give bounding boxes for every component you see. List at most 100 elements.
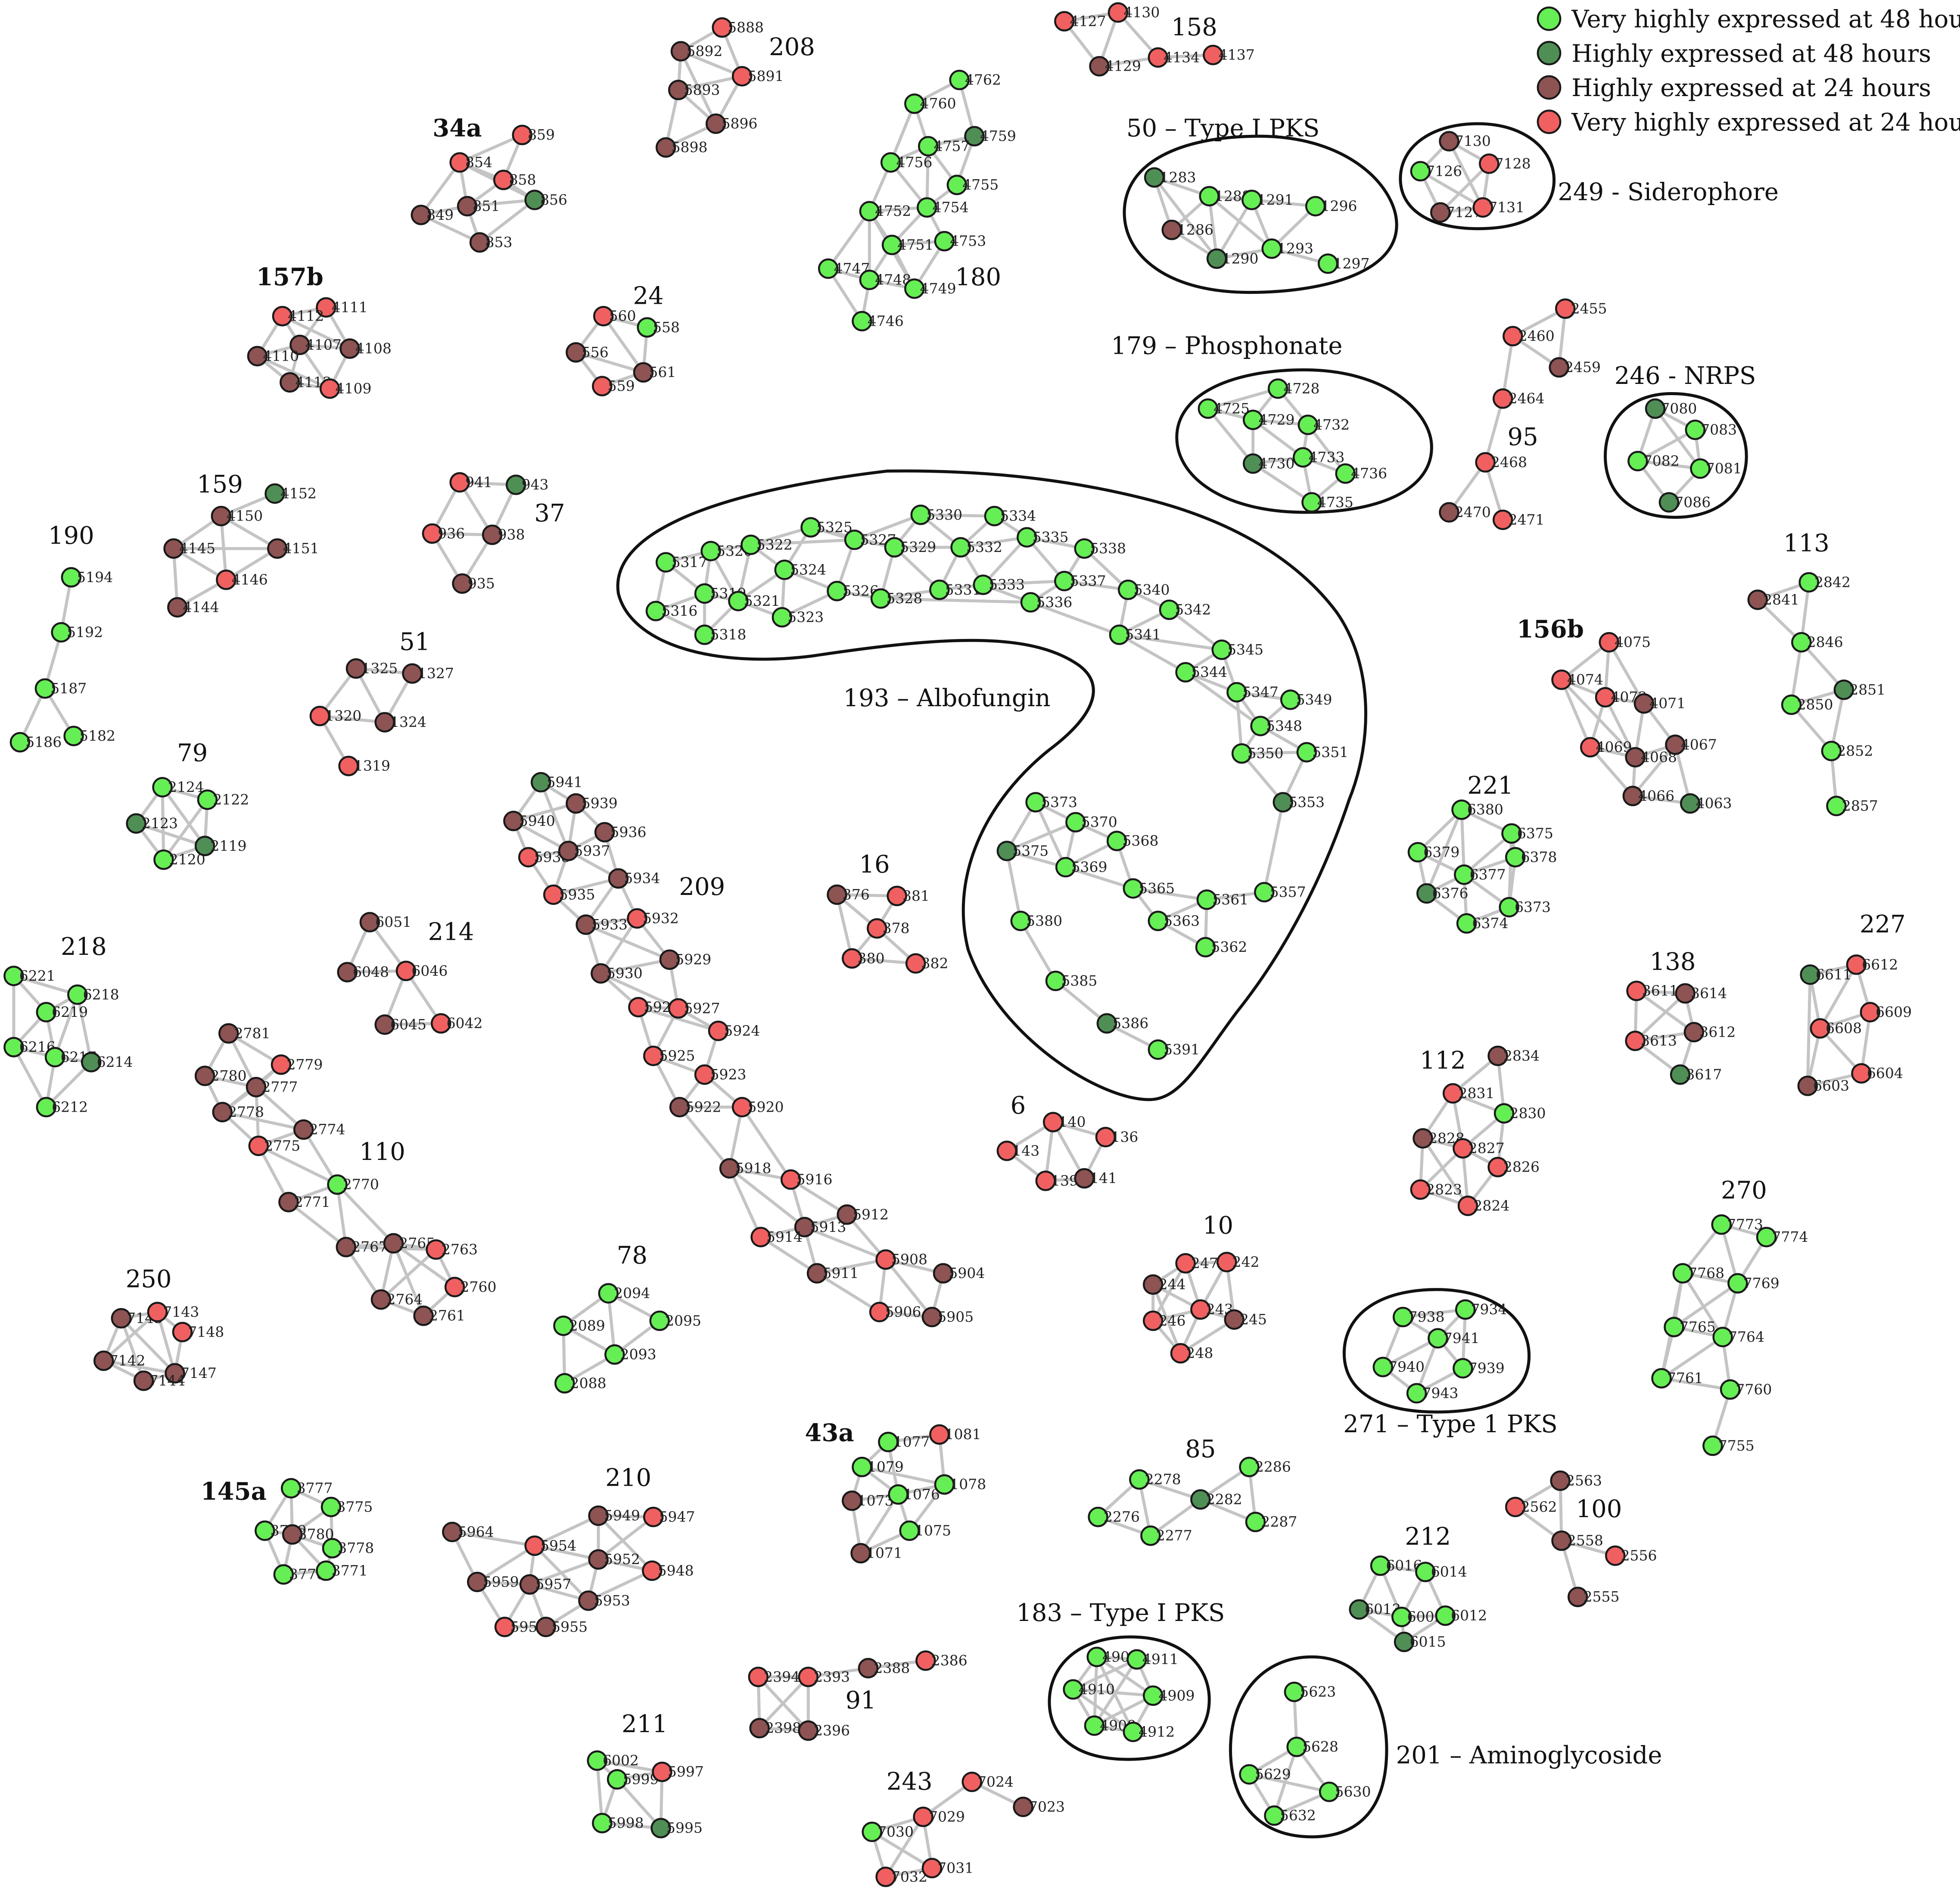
gene-node[interactable]: 2460 [1503,326,1555,346]
gene-node[interactable]: 7938 [1392,1306,1445,1328]
gene-node[interactable]: 5893 [668,80,720,100]
gene-node[interactable]: 5906 [869,1302,921,1322]
gene-node[interactable]: 5321 [728,591,780,611]
gene-node[interactable]: 5923 [694,1064,746,1085]
gene-node[interactable]: 4129 [1089,56,1141,77]
gene-node[interactable]: 5629 [1239,1764,1291,1785]
gene-node[interactable]: 7765 [1664,1317,1716,1337]
gene-node[interactable]: 381 [887,885,930,907]
gene-node[interactable]: 7082 [1627,451,1680,471]
gene-node[interactable]: 4735 [1301,492,1353,513]
gene-node[interactable]: 5932 [627,908,679,929]
gene-node[interactable]: 7031 [921,1858,974,1879]
gene-node[interactable]: 2122 [197,789,249,810]
gene-node[interactable]: 2775 [248,1135,300,1156]
gene-node[interactable]: 4112 [272,305,324,327]
gene-node[interactable]: 5344 [1175,662,1227,683]
gene-node[interactable]: 5370 [1065,812,1117,832]
gene-node[interactable]: 2764 [370,1289,423,1310]
gene-node[interactable]: 2556 [1605,1545,1657,1566]
gene-node[interactable]: 2852 [1821,741,1873,761]
gene-node[interactable]: 2470 [1439,502,1491,523]
gene-node[interactable]: 2464 [1492,388,1545,409]
gene-node[interactable]: 6379 [1407,842,1459,863]
gene-node[interactable]: 5964 [442,1521,494,1543]
gene-node[interactable]: 4150 [211,505,263,527]
gene-node[interactable]: 7147 [165,1363,217,1384]
gene-node[interactable]: 943 [505,474,549,495]
gene-node[interactable]: 5336 [1020,592,1072,613]
gene-node[interactable]: 556 [566,342,609,363]
gene-node[interactable]: 560 [593,305,636,327]
gene-node[interactable]: 7142 [93,1350,146,1371]
gene-node[interactable]: 2394 [748,1667,800,1687]
gene-node[interactable]: 1075 [899,1520,951,1541]
gene-node[interactable]: 856 [524,190,567,210]
gene-node[interactable]: 5898 [655,137,708,158]
gene-node[interactable]: 1320 [309,705,361,726]
gene-node[interactable]: 4130 [1108,2,1160,23]
gene-node[interactable]: 2767 [336,1237,388,1257]
gene-node[interactable]: 5912 [837,1204,889,1225]
gene-node[interactable]: 5323 [772,607,824,628]
gene-node[interactable]: 4752 [859,201,911,221]
gene-node[interactable]: 2386 [915,1650,968,1671]
gene-node[interactable]: 5341 [1109,624,1161,645]
gene-node[interactable]: 248 [1170,1343,1213,1364]
gene-node[interactable]: 6016 [1370,1555,1422,1576]
gene-node[interactable]: 6221 [3,966,56,986]
gene-node[interactable]: 247 [1175,1253,1218,1274]
gene-node[interactable]: 7128 [1479,153,1531,174]
gene-node[interactable]: 6046 [395,960,448,982]
gene-node[interactable]: 2119 [194,835,246,857]
gene-node[interactable]: 6012 [1435,1605,1487,1626]
gene-node[interactable]: 2842 [1798,572,1851,593]
gene-node[interactable]: 4152 [264,483,317,504]
gene-node[interactable]: 2558 [1551,1530,1603,1551]
gene-node[interactable]: 2393 [798,1667,850,1687]
gene-node[interactable]: 141 [1074,1168,1117,1189]
gene-node[interactable]: 5933 [576,914,628,935]
gene-node[interactable]: 1296 [1305,196,1357,217]
gene-node[interactable]: 4066 [1622,785,1674,807]
gene-node[interactable]: 2779 [271,1054,323,1075]
gene-node[interactable]: 2124 [152,777,204,798]
gene-node[interactable]: 2471 [1492,509,1545,530]
gene-node[interactable]: 5380 [1010,910,1062,932]
gene-node[interactable]: 4732 [1297,415,1350,435]
gene-node[interactable]: 5362 [1195,937,1247,957]
gene-node[interactable]: 378 [867,918,910,939]
gene-node[interactable]: 3613 [1625,1030,1677,1051]
gene-node[interactable]: 2088 [554,1373,607,1394]
gene-node[interactable]: 6045 [374,1014,426,1035]
gene-node[interactable]: 5913 [794,1217,846,1237]
gene-node[interactable]: 7768 [1672,1263,1724,1284]
gene-node[interactable]: 5361 [1196,889,1248,910]
gene-node[interactable]: 5908 [875,1249,927,1270]
gene-node[interactable]: 7943 [1406,1383,1458,1404]
gene-node[interactable]: 6603 [1797,1075,1849,1096]
gene-node[interactable]: 5630 [1319,1781,1371,1802]
gene-node[interactable]: 5318 [694,624,746,645]
gene-node[interactable]: 7130 [1439,131,1491,152]
gene-node[interactable]: 5369 [1055,857,1108,878]
gene-node[interactable]: 4762 [949,69,1001,90]
gene-node[interactable]: 5623 [1284,1681,1336,1702]
gene-node[interactable]: 6218 [67,984,119,1005]
gene-node[interactable]: 4759 [964,126,1016,146]
gene-node[interactable]: 242 [1216,1252,1260,1272]
gene-node[interactable]: 5391 [1148,1039,1200,1060]
gene-node[interactable]: 7086 [1658,492,1711,513]
gene-node[interactable]: 854 [449,152,492,173]
gene-node[interactable]: 4134 [1148,47,1200,68]
gene-node[interactable]: 3771 [316,1560,368,1581]
gene-node[interactable]: 6611 [1800,964,1852,985]
gene-node[interactable]: 5916 [780,1169,833,1190]
gene-node[interactable]: 4075 [1599,632,1651,653]
gene-node[interactable]: 7023 [1013,1796,1065,1817]
gene-node[interactable]: 5905 [921,1306,974,1328]
gene-node[interactable]: 5948 [642,1560,694,1581]
gene-node[interactable]: 140 [1042,1112,1086,1132]
gene-node[interactable]: 5353 [1272,792,1325,813]
gene-node[interactable]: 2841 [1747,589,1799,610]
